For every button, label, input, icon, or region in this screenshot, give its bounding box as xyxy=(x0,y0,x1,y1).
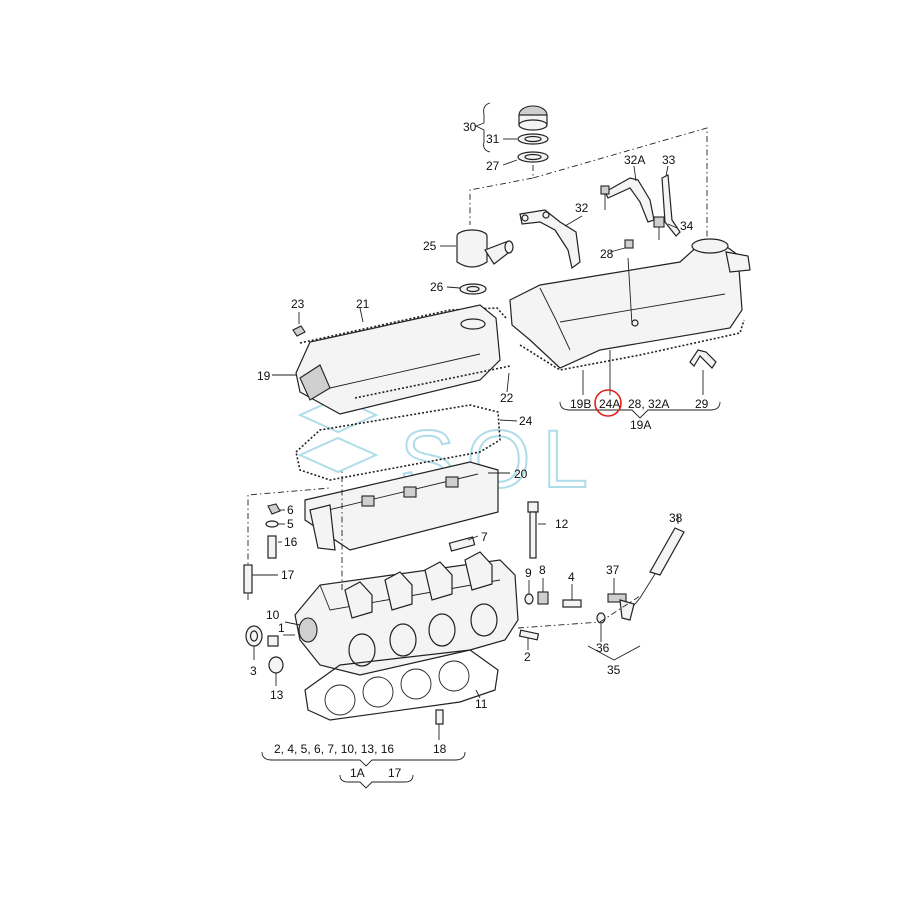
oil-filler-cap-group xyxy=(474,102,549,166)
bracket-group xyxy=(519,165,681,270)
label-1A: 1A xyxy=(350,766,365,780)
camshaft-housing-20 xyxy=(304,461,510,551)
highlight-circle-24A xyxy=(594,389,622,417)
label-19A: 19A xyxy=(630,418,651,432)
label-5: 5 xyxy=(287,517,294,531)
label-11: 11 xyxy=(475,697,488,711)
label-13: 13 xyxy=(270,688,284,702)
left-valve-cover xyxy=(272,304,511,415)
label-10: 10 xyxy=(266,608,280,622)
label-38: 38 xyxy=(669,511,683,525)
label-18: 18 xyxy=(433,742,447,756)
label-34: 34 xyxy=(680,219,694,233)
left-fastener-stack xyxy=(243,487,331,600)
label-19: 19 xyxy=(257,369,271,383)
label-8: 8 xyxy=(539,563,546,577)
label-30: 30 xyxy=(463,120,477,134)
label-24A: 24A xyxy=(599,397,620,411)
label-37: 37 xyxy=(606,563,620,577)
bottom-brace-1a-17 xyxy=(339,774,414,789)
label-21: 21 xyxy=(356,297,370,311)
right-valve-cover xyxy=(509,238,751,419)
label-35: 35 xyxy=(607,663,621,677)
label-2: 2 xyxy=(524,650,531,664)
label-31: 31 xyxy=(486,132,500,146)
label-6: 6 xyxy=(287,503,294,517)
label-32A: 32A xyxy=(624,153,645,167)
label-4: 4 xyxy=(568,570,575,584)
part-labels: 30 31 27 32A 33 32 34 28 25 26 23 21 19 … xyxy=(250,120,709,780)
label-20: 20 xyxy=(514,467,528,481)
sensor-assembly xyxy=(587,515,685,661)
label-26: 26 xyxy=(430,280,444,294)
breather-valve-group xyxy=(440,229,514,295)
bolt-group xyxy=(448,501,582,608)
label-33: 33 xyxy=(662,153,676,167)
label-23: 23 xyxy=(291,297,305,311)
label-3: 3 xyxy=(250,664,257,678)
label-17: 17 xyxy=(281,568,295,582)
label-27: 27 xyxy=(486,159,500,173)
label-25: 25 xyxy=(423,239,437,253)
label-bottom-group: 2, 4, 5, 6, 7, 10, 13, 16 xyxy=(274,742,394,756)
label-22: 22 xyxy=(500,391,514,405)
cover-gasket-24 xyxy=(295,404,501,481)
label-36: 36 xyxy=(596,641,610,655)
label-12: 12 xyxy=(555,517,569,531)
label-28-32A: 28, 32A xyxy=(628,397,669,411)
label-7: 7 xyxy=(481,530,488,544)
label-19B: 19B xyxy=(570,397,591,411)
label-32: 32 xyxy=(575,201,589,215)
bottom-brace-main xyxy=(261,751,466,767)
label-9: 9 xyxy=(525,566,532,580)
label-17-bottom: 17 xyxy=(388,766,402,780)
label-29: 29 xyxy=(695,397,709,411)
cylinder-head xyxy=(245,470,601,740)
label-1: 1 xyxy=(278,621,285,635)
label-24: 24 xyxy=(519,414,533,428)
label-16: 16 xyxy=(284,535,298,549)
label-28: 28 xyxy=(600,247,614,261)
